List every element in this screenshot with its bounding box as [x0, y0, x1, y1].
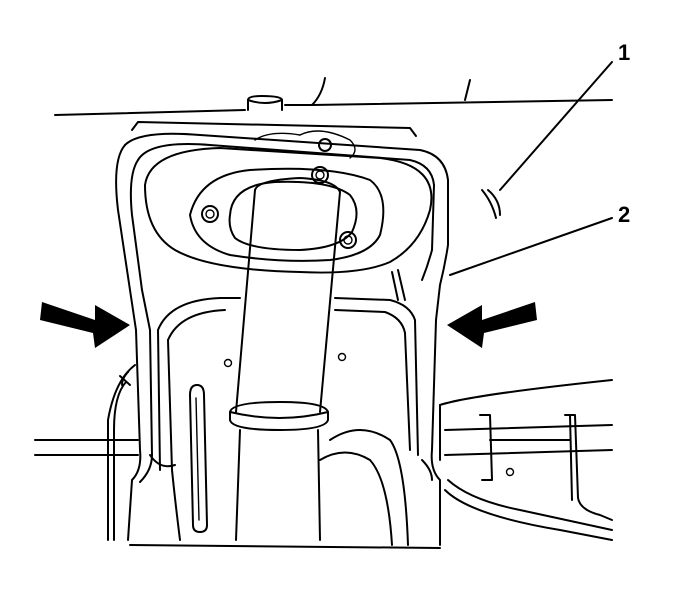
strap-slot	[189, 384, 208, 533]
pump-mount-dish	[144, 130, 433, 274]
rivets	[223, 352, 515, 477]
right-chassis-bracket	[439, 379, 613, 541]
fuel-tank-outline	[115, 132, 449, 546]
tank-inner-contours	[157, 269, 419, 546]
strut-column	[229, 177, 341, 541]
fuel-line	[107, 364, 136, 541]
mount-holes	[201, 138, 357, 249]
ground-line	[129, 544, 441, 549]
right-arrow-icon	[447, 302, 537, 348]
left-chassis-rail	[34, 439, 139, 456]
callout-1-label: 1	[618, 40, 630, 65]
callout-labels: 1 2	[618, 40, 630, 227]
vehicle-body-outline	[54, 77, 613, 219]
callout-2-leader	[449, 217, 613, 276]
callout-leaders	[449, 61, 613, 276]
callout-2-label: 2	[618, 202, 630, 227]
callout-1-leader	[499, 61, 613, 191]
pointer-arrows	[40, 302, 537, 348]
top-fitting	[247, 95, 283, 111]
tank-top-bracket	[131, 121, 417, 137]
left-arrow-icon	[40, 302, 130, 348]
